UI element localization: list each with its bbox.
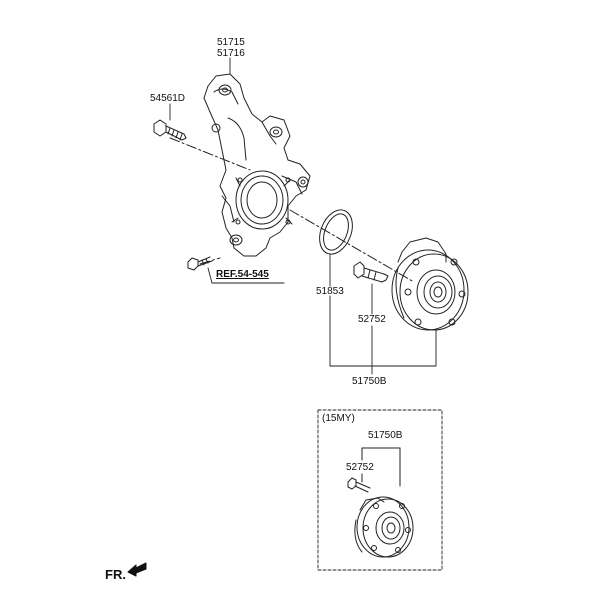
lower-bolt — [187, 256, 213, 271]
inset-hub-assembly — [354, 496, 414, 558]
label-54561d: 54561D — [150, 93, 186, 104]
inset-label-51750b: 51750B — [368, 430, 403, 441]
inset-box — [317, 409, 443, 571]
front-direction-label: FR. — [105, 567, 126, 582]
front-direction-arrow-icon — [127, 562, 147, 577]
label-51716: 51716 — [217, 48, 245, 59]
leader-lines — [169, 57, 437, 375]
label-51750b: 51750B — [352, 376, 387, 387]
assembly-centerline — [169, 137, 415, 283]
inset-hub-bolt — [347, 477, 371, 493]
inset-label-52752: 52752 — [346, 462, 374, 473]
label-51853: 51853 — [316, 286, 344, 297]
hub-bearing-assembly — [391, 237, 469, 331]
label-51715: 51715 — [217, 37, 245, 48]
snap-ring — [319, 209, 353, 255]
hub-bolt — [353, 261, 389, 283]
steering-knuckle — [203, 73, 311, 257]
knuckle-bolt — [153, 119, 187, 141]
inset-year-tag: (15MY) — [322, 413, 355, 424]
ref-link-54-545[interactable]: REF.54-545 — [216, 269, 269, 280]
label-52752: 52752 — [358, 314, 386, 325]
